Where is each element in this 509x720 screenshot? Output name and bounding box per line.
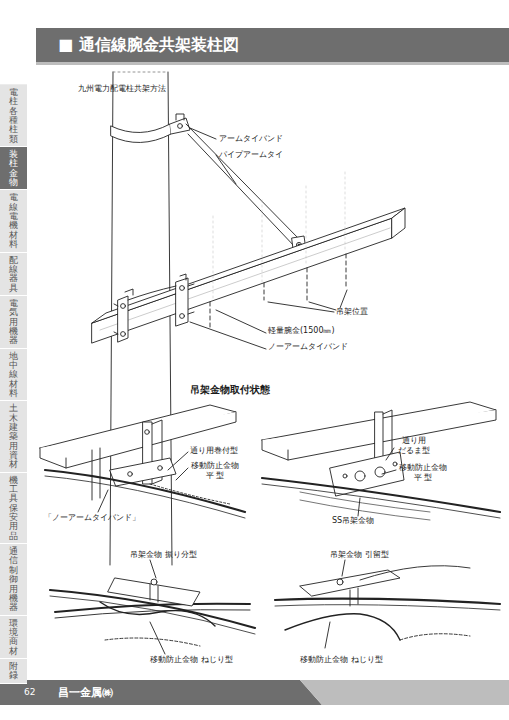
leader <box>268 290 347 312</box>
tab-label: 電気用機器 <box>9 299 18 348</box>
section-tab: 装柱金物 <box>0 147 27 190</box>
part-label: 吊架金物 引留型 <box>330 550 389 560</box>
leader <box>382 448 396 474</box>
leader <box>216 155 236 184</box>
part-label: 吊架金物 振り分型 <box>130 550 197 560</box>
part-label: 「ノーアームタイバンド」 <box>44 513 140 523</box>
part-label: SS吊架金物 <box>332 516 374 526</box>
section-tab: 電気用機器 <box>0 296 27 349</box>
page-title: ■ 通信線腕金共架装柱図 <box>58 35 239 56</box>
part-label: パイプアームタイ <box>219 150 283 160</box>
page-number: 62 <box>24 687 35 698</box>
leader <box>168 452 188 480</box>
section-tab: 附録 <box>0 659 27 684</box>
section-tab: 環境商材 <box>0 616 27 659</box>
section-tab: 電柱各種柱類 <box>0 85 27 147</box>
part-label: 軽量腕金(1500㎜) <box>268 326 335 336</box>
footer-bar <box>0 680 322 705</box>
part-label: 移動防止金物 平 型 <box>398 463 448 483</box>
tab-label: 地中線材料 <box>9 352 18 401</box>
part-label: ノーアームタイバンド <box>268 342 348 352</box>
fitting-figure-br <box>275 560 500 648</box>
leader <box>150 622 165 654</box>
tab-label: 環境商材 <box>9 619 18 658</box>
leader <box>190 322 266 349</box>
tab-label: 配線器具 <box>9 256 18 295</box>
leader <box>216 310 266 333</box>
fitting-figure-tr <box>262 402 500 520</box>
tab-label: 機工具保安用品 <box>9 476 18 543</box>
leader <box>358 498 360 516</box>
part-label: 通り用巻付型 <box>190 446 238 456</box>
section-tab: 地中線材料 <box>0 349 27 402</box>
fitting-figure-tl <box>40 405 245 518</box>
tab-label: 附録 <box>9 662 18 683</box>
leader <box>342 560 345 576</box>
tab-label: 通信制御用機器 <box>9 547 18 614</box>
pipe-arm-tie <box>186 124 300 248</box>
part-label: 吊架位置 <box>336 307 368 317</box>
tab-label: 土木建築用資材 <box>9 404 18 471</box>
leader <box>98 490 108 512</box>
fitting-figure-bl <box>50 560 255 654</box>
crossarm <box>92 218 392 343</box>
tab-label: 電柱各種柱類 <box>9 88 18 146</box>
part-label: 移動防止金物 ねじり型 <box>150 655 233 665</box>
section-heading: 吊架金物取付状態 <box>190 384 270 397</box>
section-tab: 通信制御用機器 <box>0 544 27 615</box>
part-label: 通り用 だるま型 <box>398 436 431 456</box>
section-tab: 土木建築用資材 <box>0 401 27 472</box>
leader <box>190 128 216 139</box>
tab-column <box>0 84 27 674</box>
company-name: 昌一金属㈱ <box>58 686 113 700</box>
section-tab: 配線器具 <box>0 253 27 296</box>
section-tab: 機工具保安用品 <box>0 473 27 544</box>
leader <box>150 560 156 578</box>
part-label: 移動防止金物 平 型 <box>190 461 240 481</box>
arm-tie-band <box>111 124 171 143</box>
footer-bar-light <box>300 680 509 705</box>
header-rule <box>36 62 509 65</box>
tab-label: 装柱金物 <box>9 150 18 189</box>
no-arm-tie-band <box>114 274 194 342</box>
suspension-position <box>210 254 346 330</box>
header-bar <box>36 28 509 62</box>
leader <box>325 622 330 648</box>
tab-label: 電線電機材料 <box>9 193 18 251</box>
figure-caption: 九州電力配電柱共架方法 <box>78 84 166 94</box>
part-label: アームタイバンド <box>219 134 283 144</box>
section-tab: 電線電機材料 <box>0 190 27 252</box>
part-label: 移動防止金物 ねじり型 <box>300 655 383 665</box>
